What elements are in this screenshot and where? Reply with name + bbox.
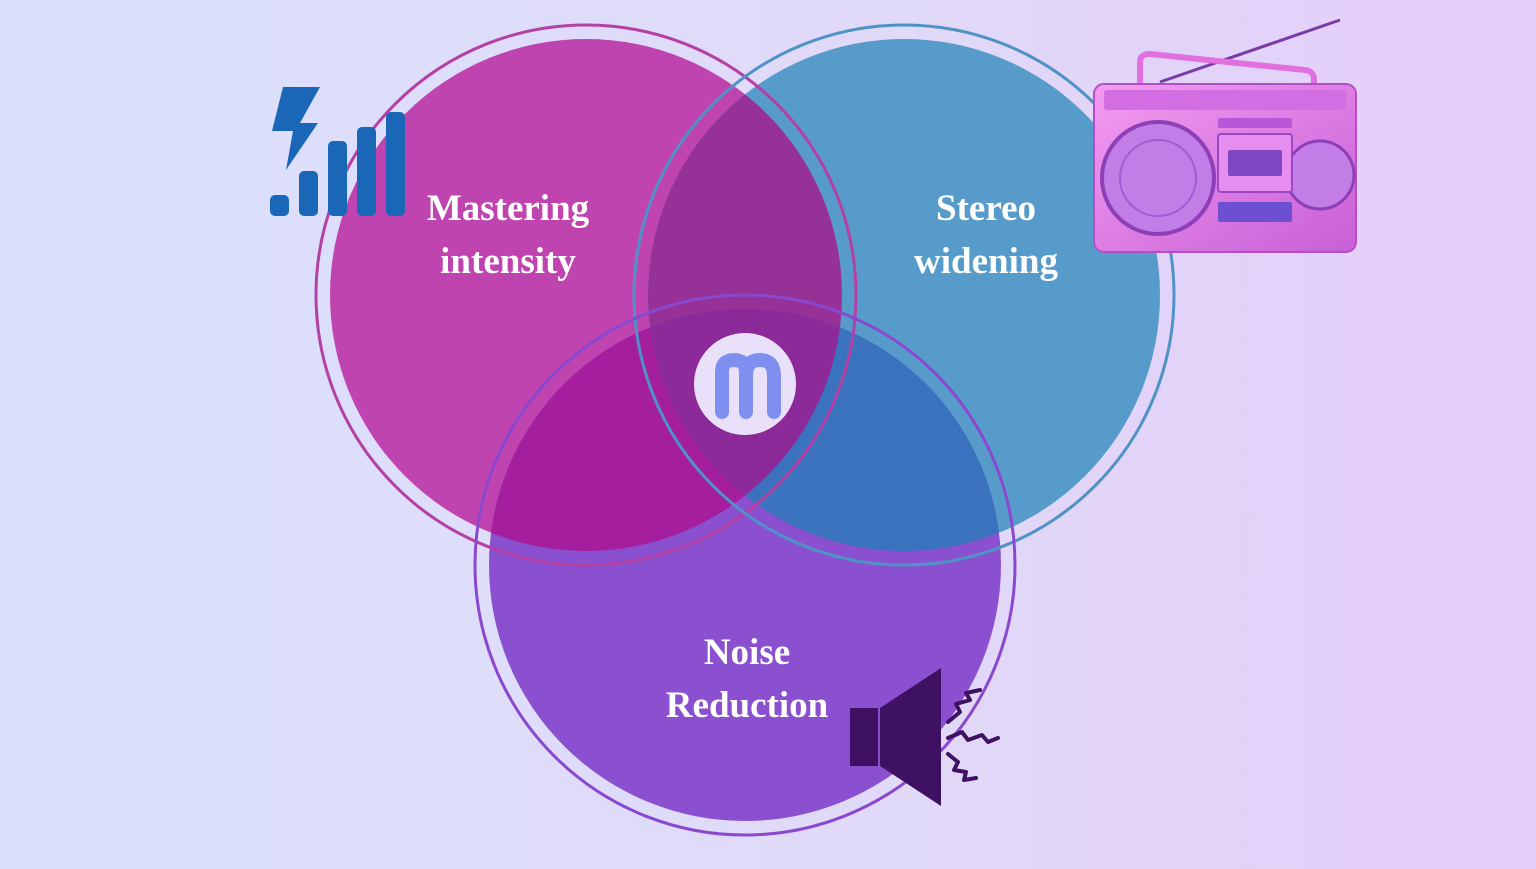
ring-noise xyxy=(473,293,1017,837)
bolt-shape xyxy=(272,87,320,170)
label-mastering-intensity: Mastering intensity xyxy=(388,182,628,288)
label-line: Mastering xyxy=(426,188,590,229)
speaker-body xyxy=(850,708,878,766)
boombox-antenna xyxy=(1159,18,1341,84)
label-line: Reduction xyxy=(665,685,829,726)
boombox-cassette-window xyxy=(1228,150,1282,176)
intersection-mastering-noise xyxy=(489,309,842,551)
signal-bar-5 xyxy=(386,112,405,216)
brand-m-logo-icon xyxy=(694,333,796,435)
boombox-top-strip xyxy=(1104,90,1346,110)
signal-bar-1 xyxy=(270,195,289,216)
boombox-speaker-right xyxy=(1284,139,1356,211)
boombox-speaker-left xyxy=(1100,120,1216,236)
crackle-lines xyxy=(946,688,1000,782)
boombox-speaker-left-inner xyxy=(1119,139,1197,217)
signal-bar-3 xyxy=(328,141,347,216)
label-line: widening xyxy=(914,241,1058,282)
signal-bar-4 xyxy=(357,127,376,216)
label-noise-reduction: Noise Reduction xyxy=(627,626,867,732)
label-line: Noise xyxy=(703,632,791,673)
boombox-icon xyxy=(1093,18,1357,253)
speaker-cone xyxy=(880,668,941,806)
signal-bar-2 xyxy=(299,171,318,216)
boombox-dial xyxy=(1218,118,1292,128)
intersection-stereo-noise xyxy=(648,309,1001,551)
signal-bolt-icon xyxy=(270,87,405,216)
boombox-handle xyxy=(1137,50,1317,94)
label-stereo-widening: Stereo widening xyxy=(866,182,1106,288)
label-line: intensity xyxy=(440,241,576,282)
label-line: Stereo xyxy=(936,188,1036,229)
boombox-buttons xyxy=(1218,202,1292,222)
logo-glyph xyxy=(715,353,781,419)
ring-mastering xyxy=(314,23,858,567)
ring-stereo xyxy=(632,23,1176,567)
speaker-crackle-icon xyxy=(850,668,1000,806)
